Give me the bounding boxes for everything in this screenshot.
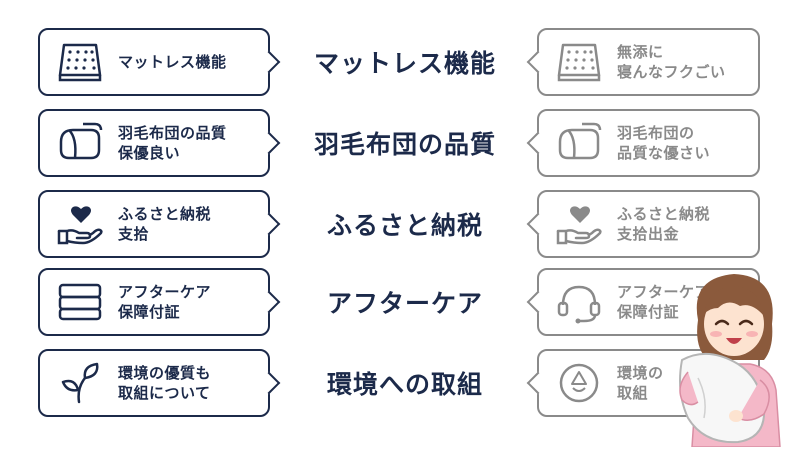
- futon-icon: [551, 115, 607, 171]
- row-title: 環境への取組: [326, 370, 483, 399]
- heart-hand-icon: [52, 196, 108, 252]
- girl-with-pillow-illustration: [668, 268, 800, 448]
- comparison-row: ふるさと納税 支拾 ふるさと納税 ふるさと納税 支拾出金: [0, 190, 800, 260]
- heart-hand-icon: [551, 196, 607, 252]
- right-bubble: 無添に 寝んなフクごい: [526, 28, 760, 96]
- left-bubble: ふるさと納税 支拾: [38, 190, 281, 258]
- left-bubble: 環境の優質も 取組について: [38, 349, 281, 417]
- leaf-icon: [52, 355, 108, 411]
- left-label: マットレス機能: [118, 53, 227, 71]
- left-bubble: 羽毛布団の品質 保優良い: [38, 109, 281, 177]
- left-label: アフターケア 保障付証: [118, 283, 212, 321]
- left-bubble: アフターケア 保障付証: [38, 268, 281, 336]
- comparison-row: 羽毛布団の品質 保優良い 羽毛布団の品質 羽毛布団の 品質な優さい: [0, 109, 800, 179]
- futon-icon: [52, 115, 108, 171]
- right-label: アフターケア 保障付証: [617, 283, 711, 321]
- left-bubble: マットレス機能: [38, 28, 281, 96]
- left-label: 環境の優質も 取組について: [118, 364, 212, 402]
- right-label: 環境の 取組: [617, 364, 664, 402]
- row-title: ふるさと納税: [326, 211, 483, 240]
- right-bubble: ふるさと納税 支拾出金: [526, 190, 760, 258]
- left-label: 羽毛布団の品質 保優良い: [118, 124, 227, 162]
- right-bubble: 羽毛布団の 品質な優さい: [526, 109, 760, 177]
- left-label: ふるさと納税 支拾: [118, 205, 212, 243]
- row-title: 羽毛布団の品質: [313, 130, 496, 159]
- right-label: 羽毛布団の 品質な優さい: [617, 124, 711, 162]
- row-title: マットレス機能: [313, 49, 496, 78]
- mattress-icon: [551, 34, 607, 90]
- mattress-stack-icon: [52, 274, 108, 330]
- row-title: アフターケア: [326, 289, 483, 318]
- headset-icon: [551, 274, 607, 330]
- comparison-row: マットレス機能 マットレス機能 無添に 寝んなフクごい: [0, 28, 800, 98]
- mattress-icon: [52, 34, 108, 90]
- right-label: ふるさと納税 支拾出金: [617, 205, 711, 243]
- right-label: 無添に 寝んなフクごい: [617, 43, 726, 81]
- recycle-icon: [551, 355, 607, 411]
